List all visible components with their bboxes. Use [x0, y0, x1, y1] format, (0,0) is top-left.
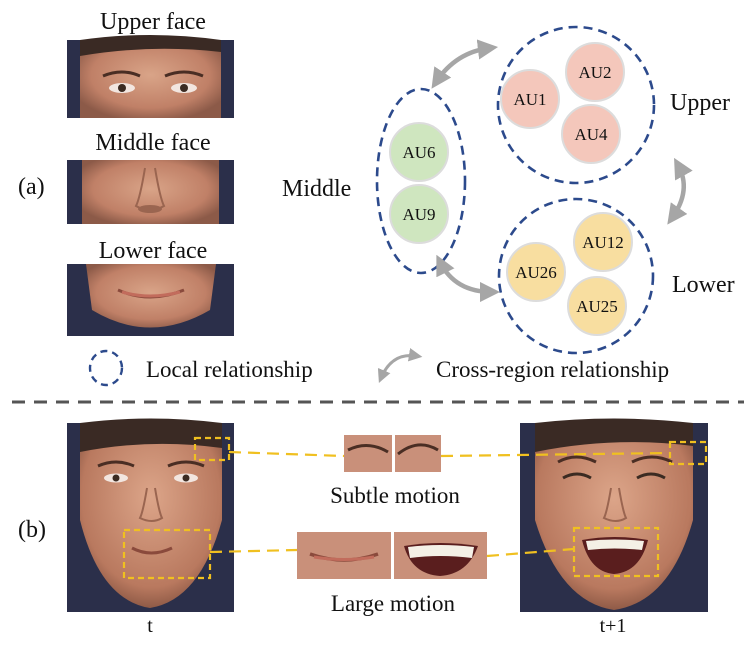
au-label-au2: AU2 — [578, 63, 611, 82]
large-connector-left — [209, 548, 298, 554]
cross-region-arrow-upper-lower — [667, 157, 693, 225]
face-image-t — [67, 418, 234, 612]
subtle-connector-right — [440, 451, 671, 458]
middle-region-circle — [375, 87, 467, 275]
cross-region-legend-icon — [377, 348, 423, 383]
middle-face-label: Middle face — [95, 130, 210, 156]
au-node-au25 — [567, 276, 627, 336]
cross-region-legend-label: Cross-region relationship — [436, 357, 669, 382]
lower-face-label: Lower face — [99, 238, 208, 264]
panel-a-label: (a) — [18, 174, 45, 200]
au-label-au26: AU26 — [515, 263, 557, 282]
upper-face-image — [67, 35, 234, 118]
region-name-upper: Upper — [670, 90, 730, 116]
subtle-motion-crop-t1 — [395, 435, 441, 472]
middle-face-image — [67, 160, 234, 224]
au-label-au6: AU6 — [402, 143, 435, 162]
au-label-au1: AU1 — [513, 90, 546, 109]
local-relationship-legend-label: Local relationship — [146, 357, 313, 382]
panel-b-label: (b) — [18, 517, 46, 543]
cross-region-arrow-upper-middle — [431, 39, 499, 89]
cross-region-arrow-middle-lower — [436, 254, 501, 303]
large-motion-crop-t1 — [394, 532, 487, 579]
subtle-region-box-t — [193, 436, 231, 462]
large-motion-label: Large motion — [331, 591, 456, 616]
au-node-au1 — [500, 69, 560, 129]
subtle-motion-crop-t — [344, 435, 392, 472]
large-motion-crop-t — [297, 532, 391, 579]
large-region-box-t — [122, 528, 212, 580]
local-relationship-legend-icon — [88, 349, 124, 387]
au-node-au9 — [389, 184, 449, 244]
au-node-au6 — [389, 122, 449, 182]
upper-region-circle — [496, 25, 656, 185]
subtle-motion-label: Subtle motion — [330, 483, 460, 508]
au-node-au2 — [565, 42, 625, 102]
au-label-au9: AU9 — [402, 205, 435, 224]
face-image-t1 — [520, 418, 708, 612]
region-name-middle: Middle — [282, 176, 351, 202]
au-label-au25: AU25 — [576, 297, 618, 316]
au-node-au12 — [573, 212, 633, 272]
large-connector-right — [486, 547, 575, 558]
au-node-au4 — [561, 104, 621, 164]
au-label-au12: AU12 — [582, 233, 624, 252]
lower-face-image — [67, 264, 234, 336]
au-node-au26 — [506, 242, 566, 302]
time-label-t: t — [147, 615, 153, 637]
large-region-box-t1 — [572, 526, 660, 578]
time-label-t1: t+1 — [600, 615, 627, 637]
region-name-lower: Lower — [672, 272, 735, 298]
subtle-connector-left — [228, 450, 345, 458]
au-label-au4: AU4 — [574, 125, 608, 144]
upper-face-label: Upper face — [100, 9, 206, 35]
